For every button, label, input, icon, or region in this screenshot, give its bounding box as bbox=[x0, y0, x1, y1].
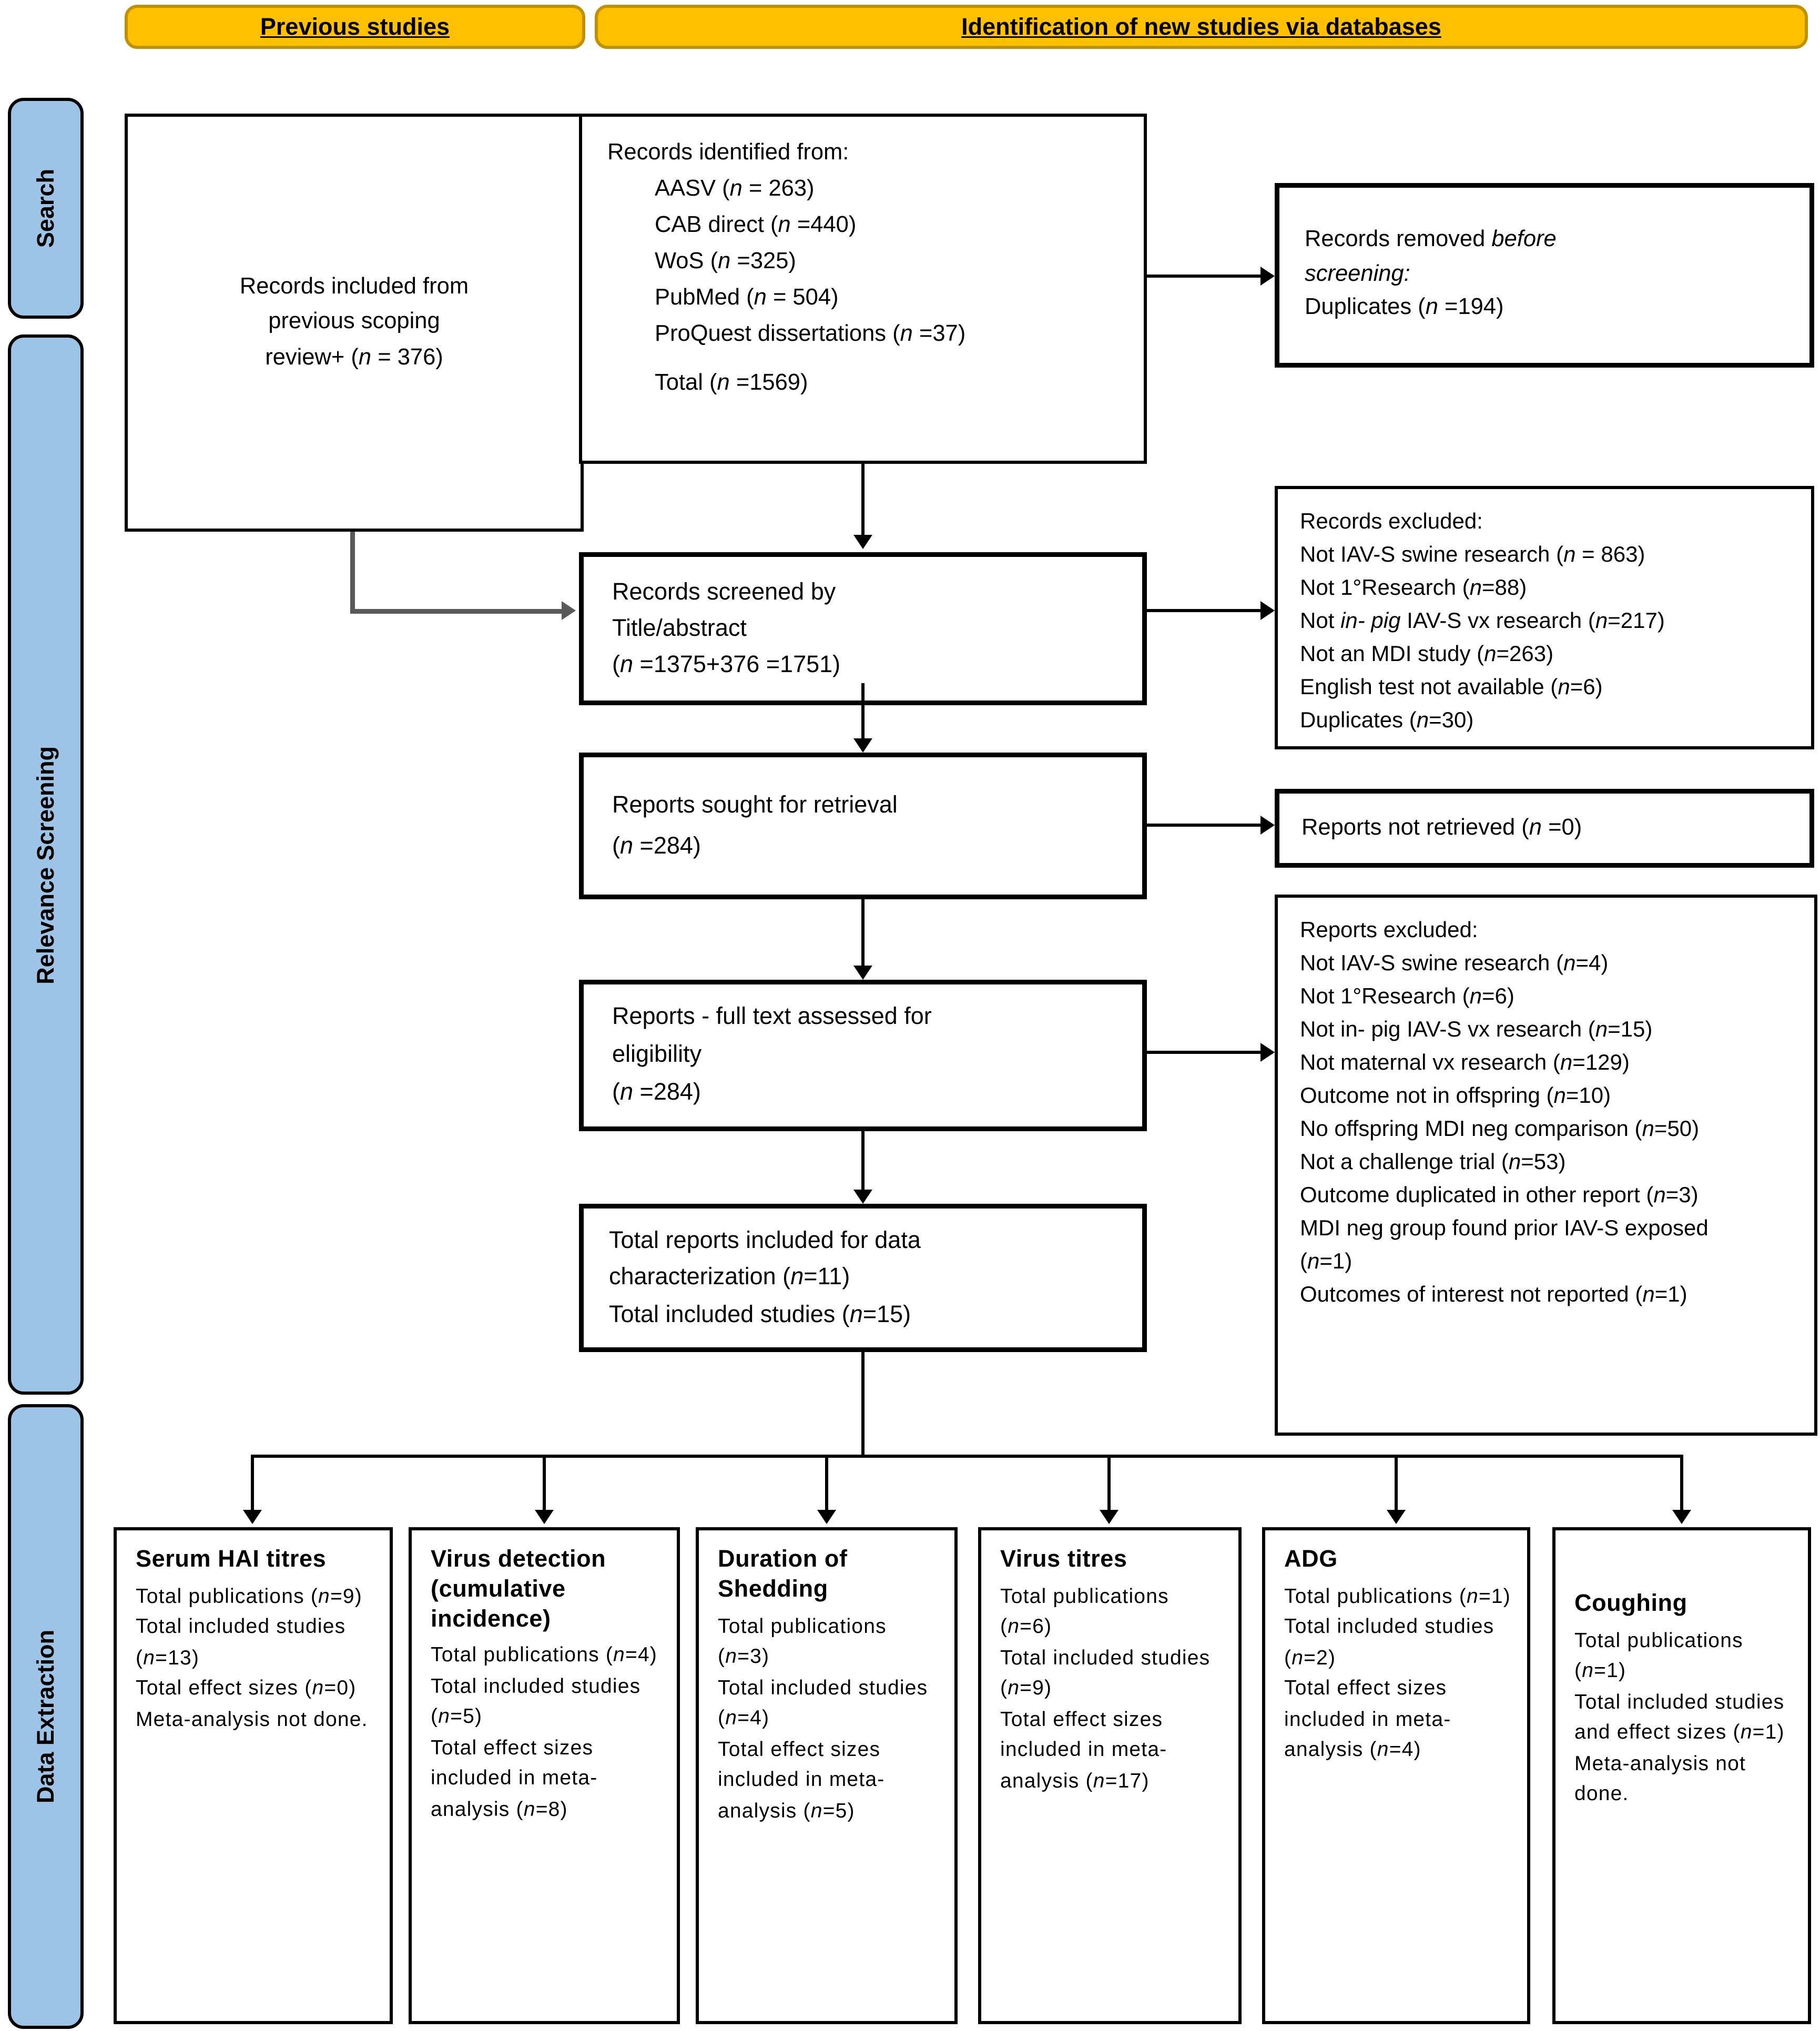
connector-screened-to-sought bbox=[861, 683, 865, 740]
connector-identified-to-removed bbox=[1147, 275, 1260, 278]
header-identification-databases: Identification of new studies via databa… bbox=[595, 5, 1808, 49]
arrowhead-down-sought-icon bbox=[853, 738, 872, 753]
header-identification-databases-label: Identification of new studies via databa… bbox=[961, 13, 1441, 40]
branch-adg bbox=[1395, 1455, 1398, 1511]
connector-sought-to-fulltext bbox=[861, 899, 865, 967]
outcome-box-adg: ADG Total publications (n=1)Total includ… bbox=[1262, 1527, 1530, 2024]
outcome-box-virus-titres: Virus titres Total publications (n=6)Tot… bbox=[978, 1527, 1242, 2024]
box-reports-sought: Reports sought for retrieval(n =284) bbox=[579, 753, 1147, 899]
outcome-title-coughing: Coughing bbox=[1574, 1590, 1687, 1617]
box-records-excluded: Records excluded: Not IAV-S swine resear… bbox=[1275, 486, 1814, 749]
outcome-details-virus-detection: Total publications (n=4)Total included s… bbox=[431, 1642, 658, 1821]
outcome-details-adg: Total publications (n=1)Total included s… bbox=[1284, 1583, 1511, 1761]
arrowhead-down-total-icon bbox=[853, 1190, 872, 1204]
outcome-box-virus-detection: Virus detection (cumulative incidence) T… bbox=[409, 1527, 680, 2024]
stage-band-search: Search bbox=[8, 98, 84, 319]
connector-previous-elbow-horizontal bbox=[350, 609, 565, 614]
box-reports-excluded: Reports excluded: Not IAV-S swine resear… bbox=[1275, 895, 1817, 1436]
box-records-excluded-title: Records excluded: bbox=[1300, 508, 1483, 533]
arrowhead-right-reports-excluded-icon bbox=[1260, 1043, 1275, 1062]
connector-fulltext-to-total bbox=[861, 1131, 865, 1191]
arrowhead-down-virus-titres-icon bbox=[1100, 1510, 1119, 1524]
box-records-identified: Records identified from: AASV (n = 263)C… bbox=[579, 114, 1147, 464]
outcome-title-duration-of-shedding: Duration of Shedding bbox=[718, 1546, 848, 1603]
arrowhead-right-excluded-icon bbox=[1260, 601, 1275, 620]
arrowhead-right-previous-elbow-icon bbox=[562, 601, 576, 620]
outcome-title-adg: ADG bbox=[1284, 1546, 1338, 1573]
arrowhead-down-adg-icon bbox=[1387, 1510, 1406, 1524]
outcome-box-duration-of-shedding: Duration of Shedding Total publications … bbox=[696, 1527, 958, 2024]
reports-excluded-reason-list: Not IAV-S swine research (n=4)Not 1°Rese… bbox=[1300, 950, 1709, 1306]
connector-total-to-distribution bbox=[861, 1352, 865, 1458]
records-excluded-reason-list: Not IAV-S swine research (n = 863)Not 1°… bbox=[1300, 541, 1665, 732]
box-reports-not-retrieved: Reports not retrieved (n =0) bbox=[1275, 789, 1814, 868]
outcome-details-serum-hai-titres: Total publications (n=9)Total included s… bbox=[136, 1583, 368, 1731]
branch-virus-detection bbox=[543, 1455, 546, 1511]
box-reports-sought-text: Reports sought for retrieval(n =284) bbox=[612, 792, 898, 859]
outcome-title-virus-titres: Virus titres bbox=[1000, 1546, 1127, 1573]
outcome-box-serum-hai-titres: Serum HAI titres Total publications (n=9… bbox=[114, 1527, 393, 2024]
arrowhead-right-not-retrieved-icon bbox=[1260, 816, 1275, 835]
arrowhead-down-fulltext-icon bbox=[853, 966, 872, 980]
arrowhead-down-virus-detection-icon bbox=[535, 1510, 554, 1524]
header-previous-studies-label: Previous studies bbox=[260, 13, 450, 40]
stage-label-search: Search bbox=[32, 168, 59, 248]
records-identified-source-list: AASV (n = 263)CAB direct (n =440)WoS (n … bbox=[655, 176, 966, 397]
distribution-line bbox=[251, 1455, 1683, 1458]
stage-band-data-extraction: Data Extraction bbox=[8, 1404, 84, 2029]
stage-band-relevance-screening: Relevance Screening bbox=[8, 334, 84, 1395]
box-reports-not-retrieved-text: Reports not retrieved (n =0) bbox=[1302, 816, 1582, 841]
branch-coughing bbox=[1680, 1455, 1683, 1511]
arrowhead-down-screened-icon bbox=[853, 535, 872, 549]
outcome-details-coughing: Total publications (n=1)Total included s… bbox=[1574, 1628, 1785, 1805]
branch-duration bbox=[825, 1455, 828, 1511]
arrowhead-down-duration-icon bbox=[817, 1510, 836, 1524]
outcome-details-virus-titres: Total publications (n=6)Total included s… bbox=[1000, 1583, 1211, 1792]
stage-label-data-extraction: Data Extraction bbox=[32, 1629, 59, 1804]
stage-label-relevance-screening: Relevance Screening bbox=[32, 745, 59, 984]
arrowhead-down-coughing-icon bbox=[1672, 1510, 1691, 1524]
connector-fulltext-to-reports-excluded bbox=[1147, 1051, 1260, 1054]
box-reports-excluded-title: Reports excluded: bbox=[1300, 917, 1478, 942]
connector-previous-elbow-vertical bbox=[350, 532, 355, 614]
arrowhead-down-serum-icon bbox=[243, 1510, 262, 1524]
box-records-identified-title: Records identified from: bbox=[607, 140, 849, 166]
connector-identified-to-screened bbox=[861, 464, 865, 536]
outcome-title-virus-detection: Virus detection (cumulative incidence) bbox=[431, 1546, 606, 1632]
branch-serum bbox=[251, 1455, 254, 1511]
arrowhead-right-removed-icon bbox=[1260, 267, 1275, 286]
outcome-box-coughing: Coughing Total publications (n=1)Total i… bbox=[1552, 1527, 1811, 2024]
outcome-details-duration-of-shedding: Total publications (n=3)Total included s… bbox=[718, 1613, 928, 1822]
connector-sought-to-not-retrieved bbox=[1147, 824, 1260, 827]
connector-screened-to-excluded bbox=[1147, 609, 1260, 612]
branch-virus-titres bbox=[1107, 1455, 1111, 1511]
header-previous-studies: Previous studies bbox=[125, 5, 585, 49]
outcome-title-serum-hai-titres: Serum HAI titres bbox=[136, 1546, 327, 1573]
